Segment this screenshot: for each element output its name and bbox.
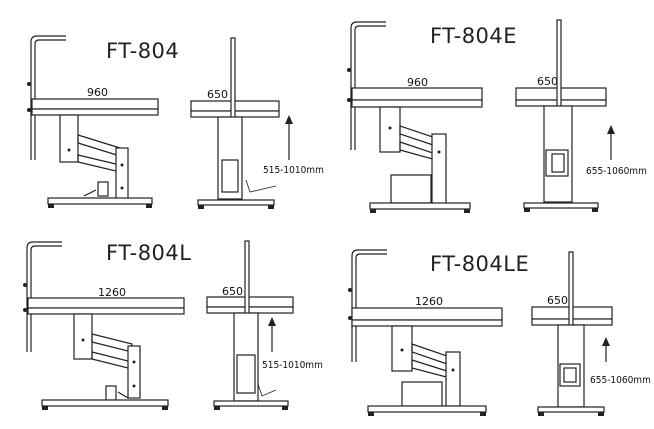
front-view: 1260 — [23, 241, 185, 410]
side-view: 650 655-1060mm — [515, 19, 647, 212]
side-width-label: 650 — [207, 88, 228, 101]
side-width-label: 650 — [547, 294, 568, 307]
height-range-label: 515-1010mm — [263, 165, 324, 176]
model-label: FT-804E — [430, 24, 517, 48]
front-view: 960 — [347, 21, 483, 213]
panel-ft-804: FT-804 960 — [27, 35, 324, 209]
front-view: 1260 — [348, 249, 503, 416]
model-label: FT-804L — [106, 241, 191, 265]
top-width-label: 960 — [407, 76, 428, 89]
panel-ft-804e: FT-804E 960 650 — [347, 19, 647, 213]
top-width-label: 1260 — [98, 286, 126, 299]
model-label: FT-804LE — [430, 252, 529, 276]
height-range-label: 655-1060mm — [590, 375, 651, 386]
side-width-label: 650 — [537, 75, 558, 88]
top-width-label: 960 — [87, 86, 108, 99]
side-view: 650 515-1010mm — [190, 37, 324, 209]
side-width-label: 650 — [222, 285, 243, 298]
panel-ft-804l: FT-804L 1260 650 — [23, 240, 323, 410]
height-range-label: 515-1010mm — [262, 360, 323, 371]
height-range-label: 655-1060mm — [586, 166, 647, 177]
panel-ft-804le: FT-804LE 1260 650 — [348, 249, 651, 416]
side-view: 650 655-1060mm — [531, 251, 651, 416]
top-width-label: 1260 — [415, 295, 443, 308]
side-view: 650 515-1010mm — [206, 240, 323, 410]
front-view: 960 — [27, 35, 159, 208]
model-label: FT-804 — [106, 39, 179, 63]
